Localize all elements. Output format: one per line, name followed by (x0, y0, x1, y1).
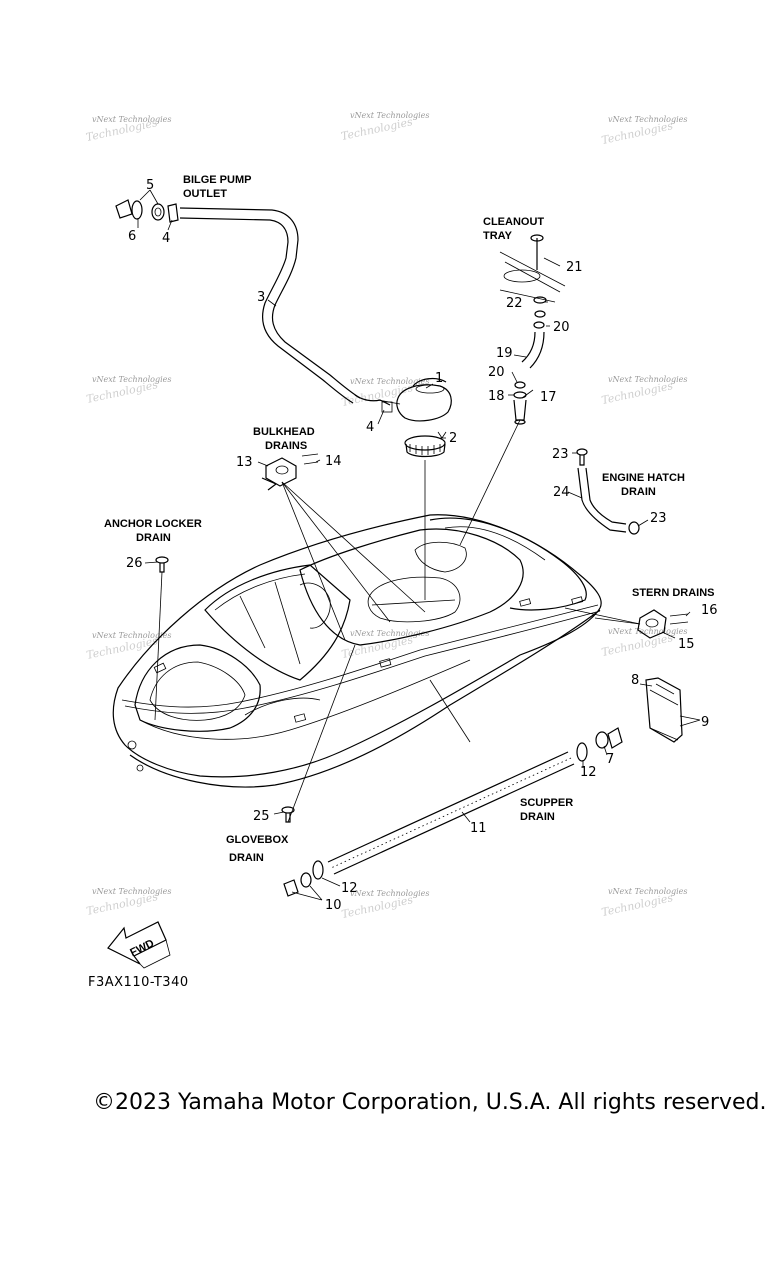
callout-12: 12 (580, 765, 597, 780)
callout-20: 20 (553, 320, 570, 335)
scupper-hose (283, 727, 623, 897)
bilge-hose (179, 207, 391, 406)
watermark: vNext Technologies Technologies (600, 887, 687, 919)
callout-10: 10 (325, 898, 342, 913)
svg-text:vNext Technologies: vNext Technologies (608, 887, 687, 896)
callout-9: 9 (701, 715, 709, 730)
label-glovebox-drain: GLOVEBOX (226, 834, 289, 846)
copyright-notice: ©2023 Yamaha Motor Corporation, U.S.A. A… (93, 1090, 766, 1115)
label-scupper-drain: DRAIN (520, 811, 555, 823)
callout-4: 4 (366, 420, 374, 435)
callout-23: 23 (650, 511, 667, 526)
label-bulkhead-drains: DRAINS (265, 440, 307, 452)
callout-7: 7 (606, 752, 614, 767)
callout-25: 25 (253, 809, 270, 824)
callout-26: 26 (126, 556, 143, 571)
watermark: vNext Technologies Technologies (600, 115, 687, 147)
watermark: vNext Technologies Technologies (85, 115, 172, 144)
watermark: vNext Technologies Technologies (85, 375, 171, 406)
label-cleanout-tray: CLEANOUT (483, 216, 544, 228)
callout-16: 16 (701, 603, 718, 618)
watermark: vNext Technologies Technologies (85, 887, 171, 918)
bulkhead-drain (261, 453, 319, 491)
watermark: vNext Technologies Technologies (600, 627, 687, 659)
label-stern-drains: STERN DRAINS (632, 587, 715, 599)
diagram-code: F3AX110-T340 (88, 975, 189, 990)
label-cleanout-tray: TRAY (483, 230, 513, 242)
callout-numbers: 5 6 4 3 1 4 2 21 22 20 19 20 18 17 13 14… (126, 178, 718, 913)
bilge-pump-outlet-fitting (115, 199, 179, 223)
svg-text:vNext Technologies: vNext Technologies (608, 115, 687, 124)
mounting-bracket (645, 677, 683, 743)
callout-12: 12 (341, 881, 358, 896)
callout-8: 8 (631, 673, 639, 688)
callout-11: 11 (470, 821, 487, 836)
watermark: vNext Technologies Technologies (340, 377, 429, 409)
svg-text:vNext Technologies: vNext Technologies (350, 629, 429, 638)
callout-1: 1 (435, 371, 443, 386)
callout-23: 23 (552, 447, 569, 462)
svg-text:vNext Technologies: vNext Technologies (608, 375, 687, 384)
callout-2: 2 (449, 431, 457, 446)
callout-22: 22 (506, 296, 523, 311)
fwd-label: FWD (128, 937, 156, 959)
callout-13: 13 (236, 455, 253, 470)
svg-text:vNext Technologies: vNext Technologies (92, 631, 171, 640)
svg-text:vNext Technologies: vNext Technologies (92, 115, 171, 124)
callout-19: 19 (496, 346, 513, 361)
pump-strainer (404, 431, 447, 458)
bilge-pump (377, 377, 452, 422)
watermark: vNext Technologies Technologies (340, 629, 429, 661)
svg-text:vNext Technologies: vNext Technologies (350, 111, 429, 120)
label-bilge-pump-outlet: BILGE PUMP (183, 174, 251, 186)
section-labels: BILGE PUMP OUTLET CLEANOUT TRAY BULKHEAD… (104, 174, 715, 864)
engine-hatch-drain (576, 448, 640, 535)
watermark: vNext Technologies Technologies (340, 111, 430, 143)
watermarks: vNext Technologies Technologies vNext Te… (85, 111, 688, 921)
label-scupper-drain: SCUPPER (520, 797, 573, 809)
callout-24: 24 (553, 485, 570, 500)
boat-hull (112, 514, 602, 788)
svg-text:vNext Technologies: vNext Technologies (92, 887, 171, 896)
callout-4: 4 (162, 231, 170, 246)
anchor-locker-drain (155, 556, 169, 573)
label-anchor-locker-drain: DRAIN (136, 532, 171, 544)
watermark: vNext Technologies Technologies (600, 375, 687, 407)
label-engine-hatch-drain: DRAIN (621, 486, 656, 498)
callout-6: 6 (128, 229, 136, 244)
svg-text:vNext Technologies: vNext Technologies (350, 377, 429, 386)
callout-20: 20 (488, 365, 505, 380)
svg-text:vNext Technologies: vNext Technologies (350, 889, 429, 898)
fwd-arrow-icon: FWD (107, 921, 171, 969)
callout-14: 14 (325, 454, 342, 469)
glovebox-drain (281, 806, 295, 823)
callout-21: 21 (566, 260, 583, 275)
label-bilge-pump-outlet: OUTLET (183, 188, 227, 200)
label-engine-hatch-drain: ENGINE HATCH (602, 472, 685, 484)
callout-17: 17 (540, 390, 557, 405)
label-anchor-locker-drain: ANCHOR LOCKER (104, 518, 202, 530)
callout-15: 15 (678, 637, 695, 652)
label-glovebox-drain: DRAIN (229, 852, 264, 864)
svg-text:vNext Technologies: vNext Technologies (92, 375, 171, 384)
label-bulkhead-drains: BULKHEAD (253, 426, 315, 438)
callout-5: 5 (146, 178, 154, 193)
svg-text:vNext Technologies: vNext Technologies (608, 627, 687, 636)
callout-3: 3 (257, 290, 265, 305)
stern-drain (637, 609, 689, 639)
leader-lines (137, 189, 701, 901)
callout-18: 18 (488, 389, 505, 404)
